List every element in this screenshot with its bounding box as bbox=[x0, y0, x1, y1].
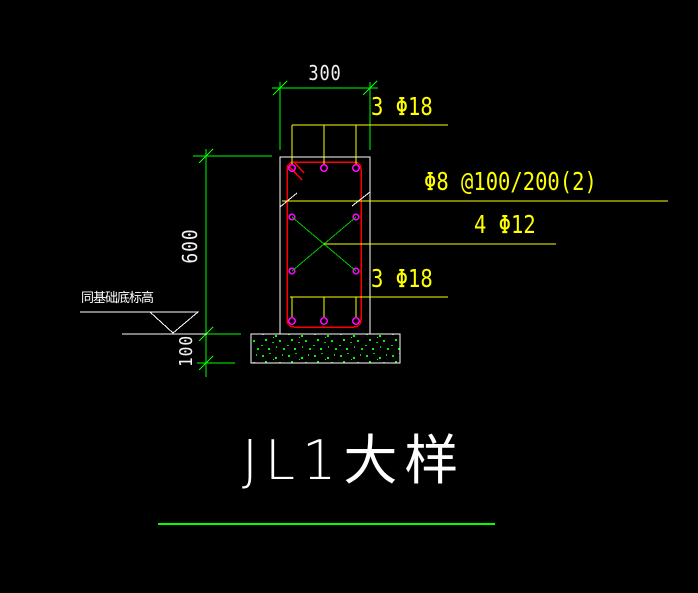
rebar-dot bbox=[288, 213, 296, 221]
label-top-bars: 3 Φ18 bbox=[371, 92, 433, 121]
drawing-title: JL1大样 bbox=[242, 429, 466, 492]
dimension-300-group bbox=[272, 80, 378, 150]
label-side-bars: 4 Φ12 bbox=[474, 210, 536, 239]
rebar-dot bbox=[287, 316, 296, 325]
rebar-dots bbox=[287, 164, 360, 325]
rebar-dot bbox=[352, 267, 360, 275]
rebar-dot bbox=[288, 267, 296, 275]
elevation-triangle-icon bbox=[148, 311, 200, 334]
section-outline bbox=[279, 156, 371, 335]
stirrup-leader-ticks bbox=[279, 191, 371, 208]
footing-concrete bbox=[250, 333, 401, 364]
leader-tick-left bbox=[279, 192, 298, 208]
label-bottom-bars: 3 Φ18 bbox=[371, 264, 433, 293]
rebar-dot bbox=[352, 213, 360, 221]
dimension-footing-text: 100 bbox=[176, 335, 197, 367]
elevation-note-text: 同基础底标高 bbox=[81, 291, 154, 306]
rebar-dot bbox=[287, 164, 296, 173]
stirrup-hook-2 bbox=[294, 162, 305, 174]
rebar-dot bbox=[351, 164, 360, 173]
elevation-marker bbox=[80, 311, 207, 335]
dimension-height-text: 600 bbox=[178, 228, 202, 264]
rebar-dot bbox=[351, 316, 360, 325]
rebar-dot bbox=[319, 316, 328, 325]
rebar-dot bbox=[319, 164, 328, 173]
stirrup-hook-1 bbox=[288, 165, 303, 181]
dimension-width-text: 300 bbox=[308, 61, 342, 85]
leader-tick-right bbox=[351, 191, 371, 207]
label-stirrup: Φ8 @100/200(2) bbox=[424, 167, 597, 196]
leader-lines bbox=[282, 124, 668, 317]
